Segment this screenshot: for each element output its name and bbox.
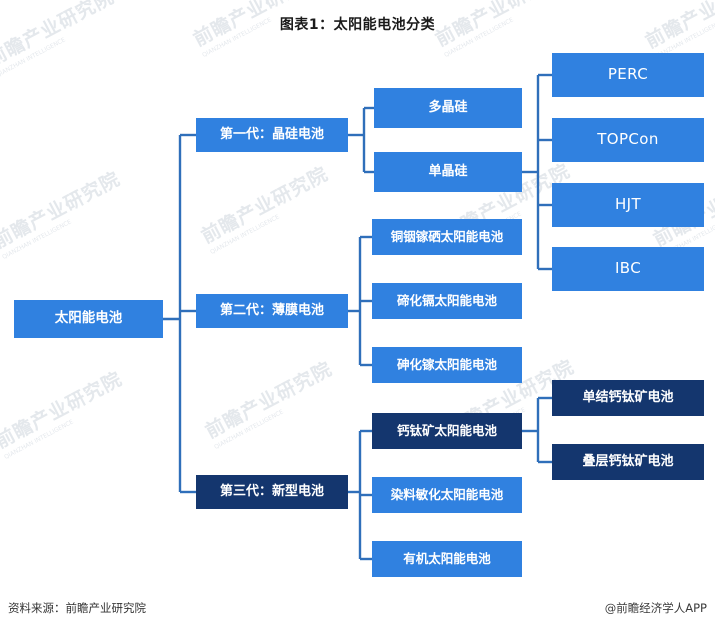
node-root-solar-cell[interactable]: 太阳能电池 <box>14 300 163 338</box>
page-title: 图表1：太阳能电池分类 <box>279 17 436 33</box>
node-perovskite-solar-cell[interactable]: 钙钛矿太阳能电池 <box>372 413 522 449</box>
node-dye-sensitized-solar-cell[interactable]: 染料敏化太阳能电池 <box>372 477 522 513</box>
node-cdte-solar-cell[interactable]: 碲化镉太阳能电池 <box>372 283 522 319</box>
node-cigs-solar-cell[interactable]: 铜铟镓硒太阳能电池 <box>372 219 522 255</box>
node-generation-2[interactable]: 第二代：薄膜电池 <box>196 294 348 328</box>
source-note: 资料来源：前瞻产业研究院 <box>8 601 146 615</box>
node-gaas-solar-cell[interactable]: 砷化镓太阳能电池 <box>372 347 522 383</box>
node-tandem-perovskite-cell[interactable]: 叠层钙钛矿电池 <box>552 444 704 480</box>
node-topcon[interactable]: TOPCon <box>552 118 704 162</box>
node-organic-solar-cell[interactable]: 有机太阳能电池 <box>372 541 522 577</box>
node-generation-3[interactable]: 第三代：新型电池 <box>196 475 348 509</box>
node-generation-1[interactable]: 第一代：晶硅电池 <box>196 118 348 152</box>
node-ibc[interactable]: IBC <box>552 247 704 291</box>
node-monocrystalline-silicon[interactable]: 单晶硅 <box>374 152 522 192</box>
brand-credit: @前瞻经济学人APP <box>604 601 707 615</box>
node-hjt[interactable]: HJT <box>552 183 704 227</box>
node-single-junction-perovskite-cell[interactable]: 单结钙钛矿电池 <box>552 380 704 416</box>
node-polycrystalline-silicon[interactable]: 多晶硅 <box>374 88 522 128</box>
node-perc[interactable]: PERC <box>552 53 704 97</box>
